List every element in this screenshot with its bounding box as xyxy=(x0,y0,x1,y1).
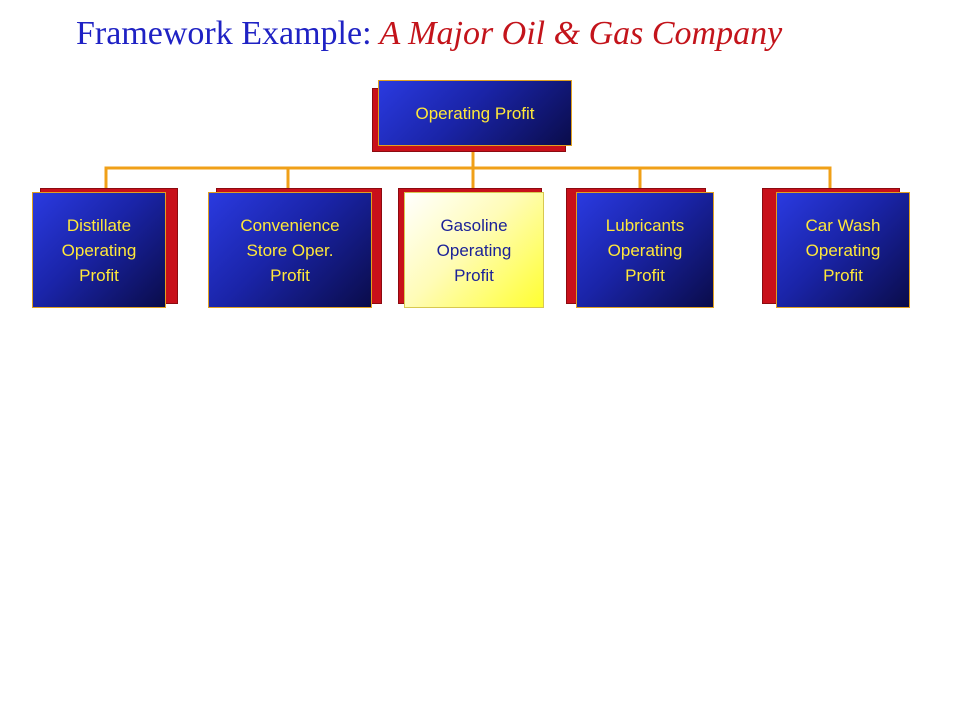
root-node-label: Operating Profit xyxy=(415,103,535,123)
child-node-label: Distillate Operating Profit xyxy=(61,215,137,285)
child-node-face: Car Wash Operating Profit xyxy=(776,192,910,308)
child-node-label: Convenience Store Oper. Profit xyxy=(240,215,340,285)
root-node-face: Operating Profit xyxy=(378,80,572,146)
child-node-face: Lubricants Operating Profit xyxy=(576,192,714,308)
title-emphasis: A Major Oil & Gas Company xyxy=(379,15,783,52)
child-node-convenience: Convenience Store Oper. Profit xyxy=(206,188,384,310)
child-node-car-wash: Car Wash Operating Profit xyxy=(762,188,914,310)
root-node: Operating Profit xyxy=(372,80,572,154)
child-node-distillate: Distillate Operating Profit xyxy=(30,188,180,310)
child-node-gasoline: Gasoline Operating Profit xyxy=(398,188,548,310)
child-node-face: Convenience Store Oper. Profit xyxy=(208,192,372,308)
child-node-label: Lubricants Operating Profit xyxy=(605,215,685,285)
child-node-lubricants: Lubricants Operating Profit xyxy=(566,188,718,310)
child-node-face-highlighted: Gasoline Operating Profit xyxy=(404,192,544,308)
slide-title: Framework Example:A Major Oil & Gas Comp… xyxy=(76,12,782,56)
child-node-label: Gasoline Operating Profit xyxy=(436,215,512,285)
title-lead: Framework Example: xyxy=(76,15,372,52)
child-node-face: Distillate Operating Profit xyxy=(32,192,166,308)
child-node-label: Car Wash Operating Profit xyxy=(805,215,881,285)
